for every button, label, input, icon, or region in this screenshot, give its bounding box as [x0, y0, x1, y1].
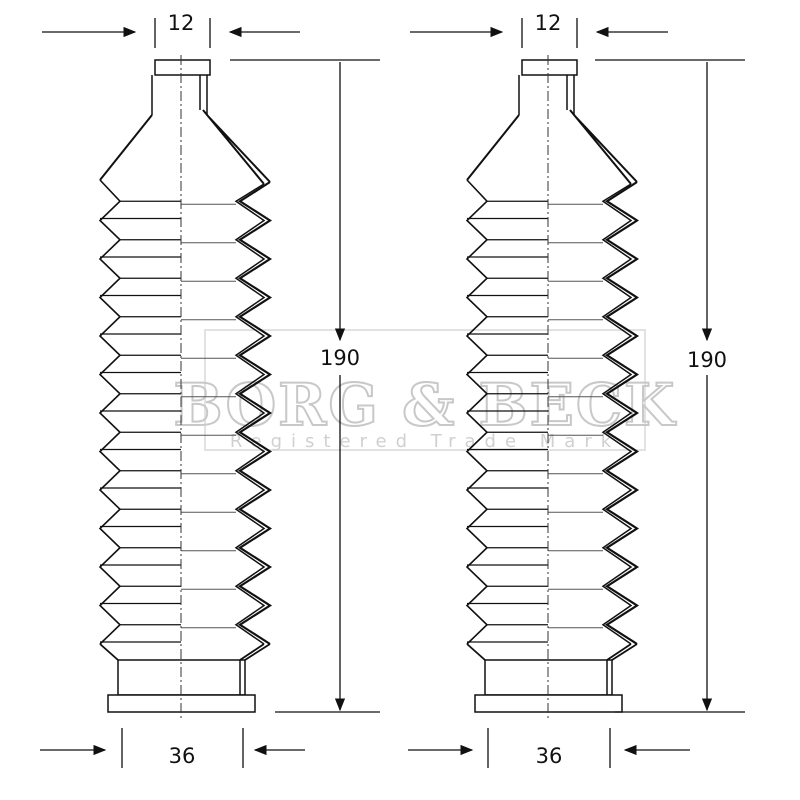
boot-outline-right-inner: [601, 183, 633, 645]
boot-cap: [154, 59, 211, 76]
top-diameter-label: 12: [168, 11, 195, 35]
boot-cone-bottom: [99, 643, 271, 661]
length-label: 190: [320, 346, 360, 370]
steering-boot-left: [98, 55, 273, 720]
boot-cap: [521, 59, 578, 76]
dimensions-right: 12 190 36: [408, 11, 745, 768]
top-diameter-label: 12: [535, 11, 562, 35]
length-label: 190: [687, 348, 727, 372]
boot-neck: [151, 75, 208, 115]
boot-cone-bottom: [466, 643, 638, 661]
boot-outline-left: [465, 179, 489, 645]
watermark-brand: BORG & BECK: [174, 371, 677, 439]
boot-cone-top: [466, 109, 638, 185]
dimensions-left: 12 190 36: [40, 11, 380, 768]
boot-outline-right: [604, 181, 640, 645]
boot-neck: [518, 75, 575, 115]
boot-outline-right-inner: [234, 183, 266, 645]
watermark-subtitle: Registered Trade Mark: [230, 431, 620, 452]
steering-boot-right: [465, 55, 640, 720]
bottom-diameter-label: 36: [536, 744, 563, 768]
boot-cone-top: [99, 109, 271, 185]
boot-outline-left: [98, 179, 122, 645]
boot-outline-right: [237, 181, 273, 645]
bottom-diameter-label: 36: [169, 744, 196, 768]
